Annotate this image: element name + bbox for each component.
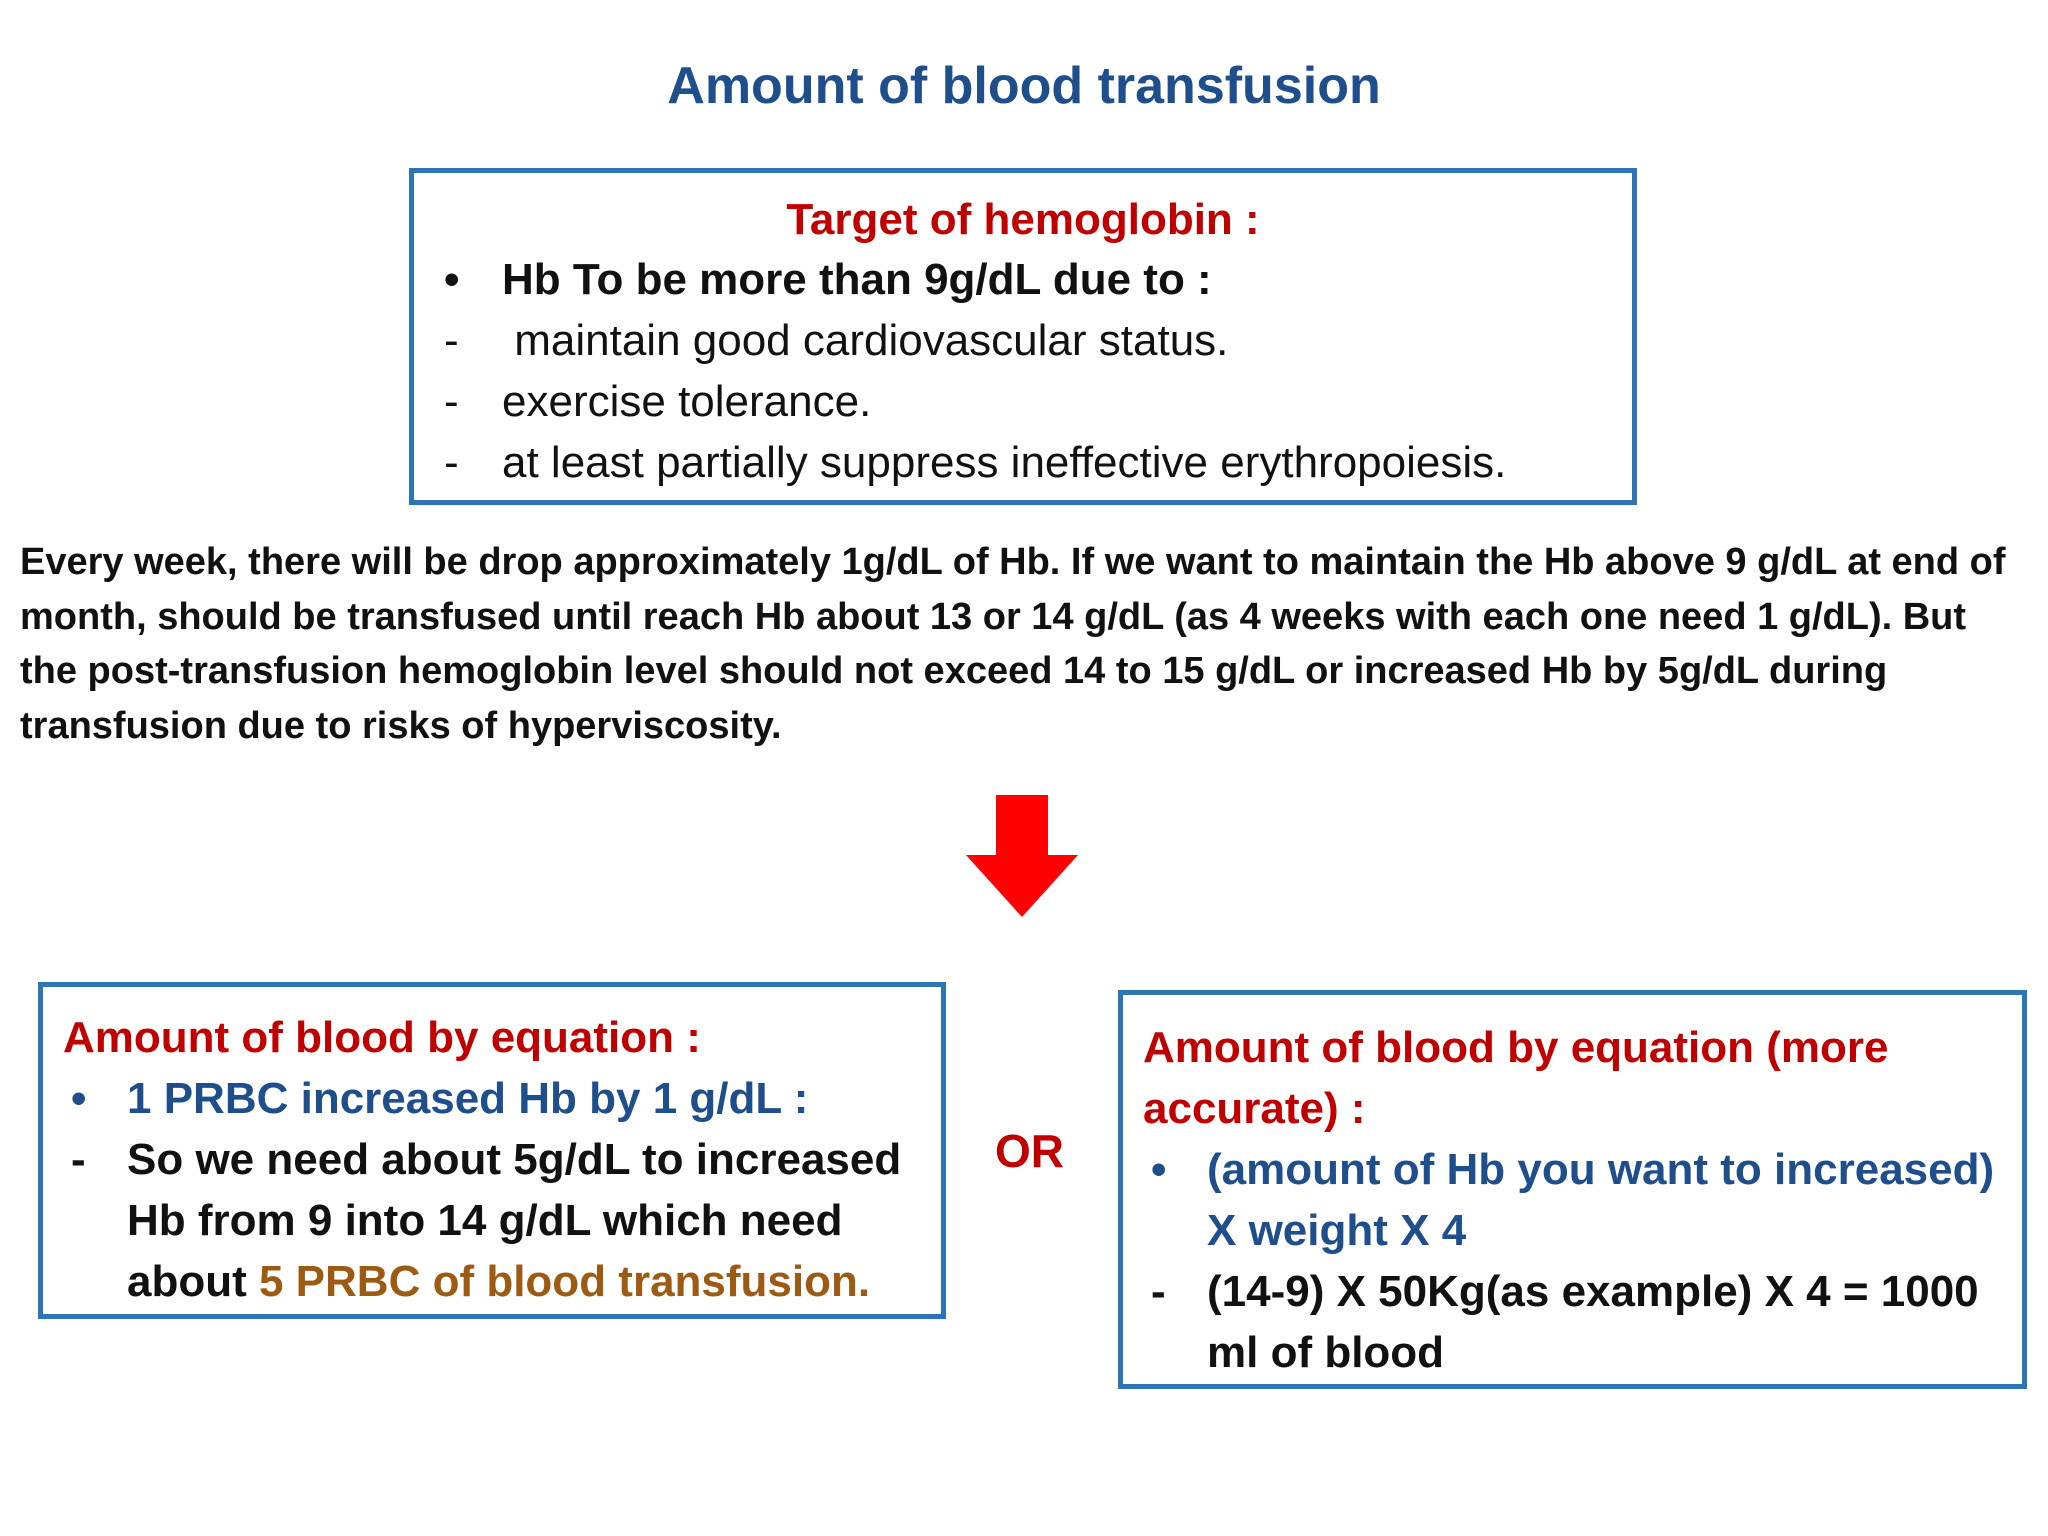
explanation-paragraph: Every week, there will be drop approxima…	[20, 541, 2006, 747]
dash-marker: -	[1151, 1267, 1166, 1316]
bullet-marker: •	[71, 1074, 87, 1123]
equation-bullet-text: (amount of Hb you want to increased) X w…	[1207, 1145, 1995, 1255]
target-bullet-text: Hb To be more than 9g/dL due to :	[502, 255, 1212, 304]
target-item-text: exercise tolerance.	[502, 377, 872, 426]
equation-heading: Amount of blood by equation :	[63, 1013, 701, 1062]
or-label: OR	[995, 1125, 1064, 1177]
target-bullet: • Hb To be more than 9g/dL due to :	[434, 249, 1612, 310]
dash-marker: -	[71, 1135, 86, 1184]
equation-item-text: (14-9) X 50Kg(as example) X 4 = 1000 ml …	[1207, 1267, 1979, 1377]
target-hemoglobin-box: Target of hemoglobin : • Hb To be more t…	[409, 168, 1637, 505]
target-item: - at least partially suppress ineffectiv…	[434, 432, 1612, 493]
equation-bullet-text: 1 PRBC increased Hb by 1 g/dL :	[127, 1074, 809, 1123]
target-item-text: maintain good cardiovascular status.	[502, 316, 1229, 365]
dash-marker: -	[444, 438, 459, 487]
equation-heading: Amount of blood by equation (more accura…	[1143, 1023, 1889, 1133]
equation-item: - (14-9) X 50Kg(as example) X 4 = 1000 m…	[1143, 1261, 2004, 1383]
dash-marker: -	[444, 377, 459, 426]
target-item: - maintain good cardiovascular status.	[434, 310, 1612, 371]
equation-highlight: 5 PRBC of blood transfusion.	[258, 1257, 871, 1306]
slide-title: Amount of blood transfusion	[667, 57, 1381, 115]
target-item-text: at least partially suppress ineffective …	[502, 438, 1507, 487]
bullet-marker: •	[1151, 1145, 1167, 1194]
equation-item-text: So we need about 5g/dL to increased Hb f…	[127, 1135, 902, 1306]
target-item: - exercise tolerance.	[434, 371, 1612, 432]
target-heading: Target of hemoglobin :	[786, 195, 1260, 244]
equation-box-accurate: Amount of blood by equation (more accura…	[1118, 990, 2027, 1389]
equation-bullet: • (amount of Hb you want to increased) X…	[1143, 1139, 2004, 1261]
bullet-marker: •	[444, 255, 460, 304]
equation-item: - So we need about 5g/dL to increased Hb…	[63, 1129, 923, 1312]
dash-marker: -	[444, 316, 459, 365]
equation-box-simple: Amount of blood by equation : • 1 PRBC i…	[38, 982, 946, 1319]
equation-bullet: • 1 PRBC increased Hb by 1 g/dL :	[63, 1068, 923, 1129]
down-arrow-icon	[966, 795, 1078, 917]
